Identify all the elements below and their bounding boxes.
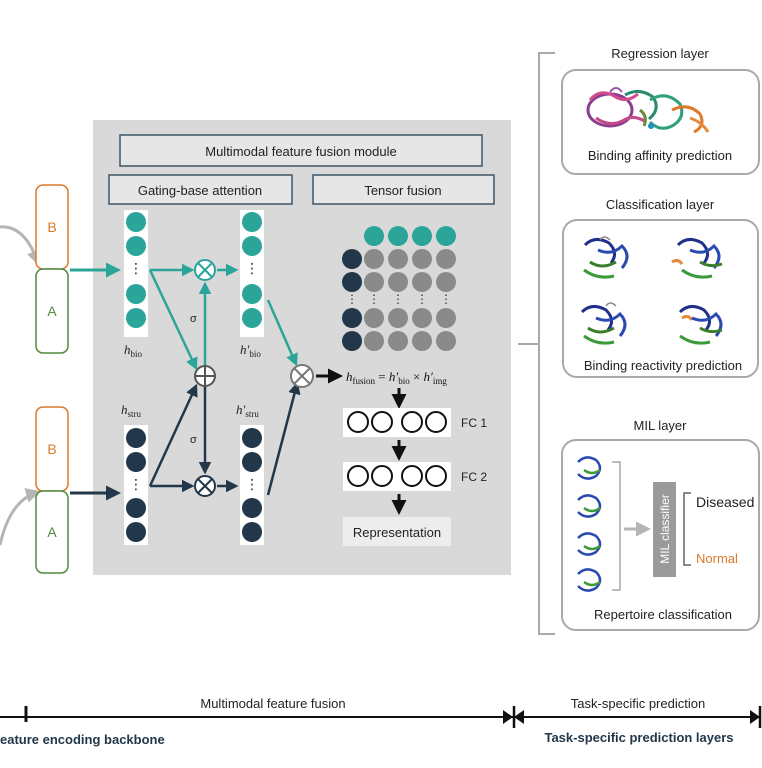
timeline-task-arrowhead-right [750, 710, 760, 724]
timeline-task-arrowhead-left [514, 710, 524, 724]
bottom-chain-b-label: B [47, 441, 56, 457]
h-bio-cell [126, 236, 146, 256]
h-bio-prime-cell [242, 236, 262, 256]
representation-label: Representation [353, 525, 441, 540]
regression-caption: Binding affinity prediction [588, 148, 732, 163]
tensor-title-box [312, 174, 495, 205]
h-stru-cell [126, 522, 146, 542]
h-stru-label: hstru [121, 402, 142, 419]
bottom-input-curve [0, 488, 41, 546]
h-bio-cell [126, 212, 146, 232]
fusion-module-title: Multimodal feature fusion module [205, 144, 397, 159]
mil-diseased-label: Diseased [696, 494, 754, 510]
regression-protein-image [586, 87, 710, 134]
hbio-to-sum-arrow [148, 269, 198, 371]
fc2-label: FC 2 [461, 470, 487, 484]
gating-title: Gating-base attention [138, 183, 262, 198]
fc1-neuron [371, 411, 393, 433]
classification-panel [562, 219, 759, 378]
fc2-neuron [425, 465, 447, 487]
sum-operator [194, 365, 216, 387]
mil-caption: Repertoire classification [594, 607, 732, 622]
timeline-fusion-label: Multimodal feature fusion [200, 696, 345, 711]
mil-instance-bracket [612, 461, 621, 591]
classification-protein-images [580, 236, 723, 345]
top-chain-a-box [35, 268, 69, 354]
regression-title: Regression layer [611, 46, 709, 61]
hstru-prime-to-fusion-arrow [266, 381, 301, 496]
top-chain-a-label: A [47, 303, 57, 319]
gating-title-box [108, 174, 293, 205]
h-bio-prime-cell [242, 308, 262, 328]
h-stru-prime-label: h′stru [236, 402, 259, 419]
timeline-fusion-arrowhead [503, 710, 513, 724]
h-stru-ellipsis: ⋮ [129, 476, 143, 492]
h-stru-cell [126, 498, 146, 518]
top-multiply-operator [194, 259, 216, 281]
representation-box [343, 517, 451, 546]
h-stru-cell [126, 428, 146, 448]
fusion-equation: hfusion = h′bio × h′img [346, 369, 447, 386]
svg-text:⋮: ⋮ [416, 292, 428, 306]
fusion-multiply-operator [290, 364, 314, 388]
fc1-neuron [401, 411, 423, 433]
fc1-label: FC 1 [461, 416, 487, 430]
top-input-curve [0, 225, 42, 266]
h-bio-prime-ellipsis: ⋮ [245, 260, 259, 276]
timeline-backbone-label: eature encoding backbone [0, 732, 165, 747]
hstru-to-sum-arrow [148, 383, 198, 487]
fusion-module-title-box [119, 134, 483, 167]
classification-title: Classification layer [606, 197, 715, 212]
top-chain-b-label: B [47, 219, 56, 235]
svg-text:⋮: ⋮ [440, 292, 452, 306]
bottom-chain-a-label: A [47, 524, 57, 540]
task-bracket [538, 52, 555, 635]
fc2-neuron [401, 465, 423, 487]
mil-classifier-box [653, 482, 676, 577]
h-stru-prime-cell [242, 522, 262, 542]
tensor-title: Tensor fusion [364, 183, 441, 198]
h-bio-ellipsis: ⋮ [129, 260, 143, 276]
svg-text:⋮: ⋮ [392, 292, 404, 306]
classification-caption: Binding reactivity prediction [584, 358, 742, 373]
h-stru-prime-cell [242, 498, 262, 518]
mil-title: MIL layer [634, 418, 688, 433]
h-stru-prime-ellipsis: ⋮ [245, 476, 259, 492]
h-bio-cell [126, 308, 146, 328]
h-stru-cell [126, 452, 146, 472]
svg-text:⋮: ⋮ [346, 292, 358, 306]
sigma-top: σ [190, 313, 197, 325]
mil-normal-label: Normal [696, 551, 738, 566]
fc1-neuron [425, 411, 447, 433]
mil-classifier-label: MIL classifier [658, 494, 672, 564]
bottom-chain-a-box [35, 490, 69, 574]
svg-text:⋮: ⋮ [368, 292, 380, 306]
sigma-bottom: σ [190, 434, 197, 446]
h-bio-prime-label: h′bio [240, 342, 261, 359]
fc2-neuron [347, 465, 369, 487]
h-bio-cell [126, 284, 146, 304]
h-bio-label: hbio [124, 342, 143, 359]
tensor-grid: ⋮ ⋮ ⋮ ⋮ ⋮ [342, 226, 456, 351]
h-bio-prime-cell [242, 212, 262, 232]
timeline-task-label: Task-specific prediction [571, 696, 705, 711]
h-bio-prime-cell [242, 284, 262, 304]
h-stru-prime-cell [242, 428, 262, 448]
timeline-layers-label: Task-specific prediction layers [544, 730, 733, 745]
bottom-multiply-operator [194, 475, 216, 497]
fc1-neuron [347, 411, 369, 433]
fc2-neuron [371, 465, 393, 487]
mil-instance-images [577, 456, 602, 592]
mil-output-bracket [683, 492, 691, 566]
hbio-prime-to-fusion-arrow [266, 299, 298, 367]
h-stru-prime-cell [242, 452, 262, 472]
